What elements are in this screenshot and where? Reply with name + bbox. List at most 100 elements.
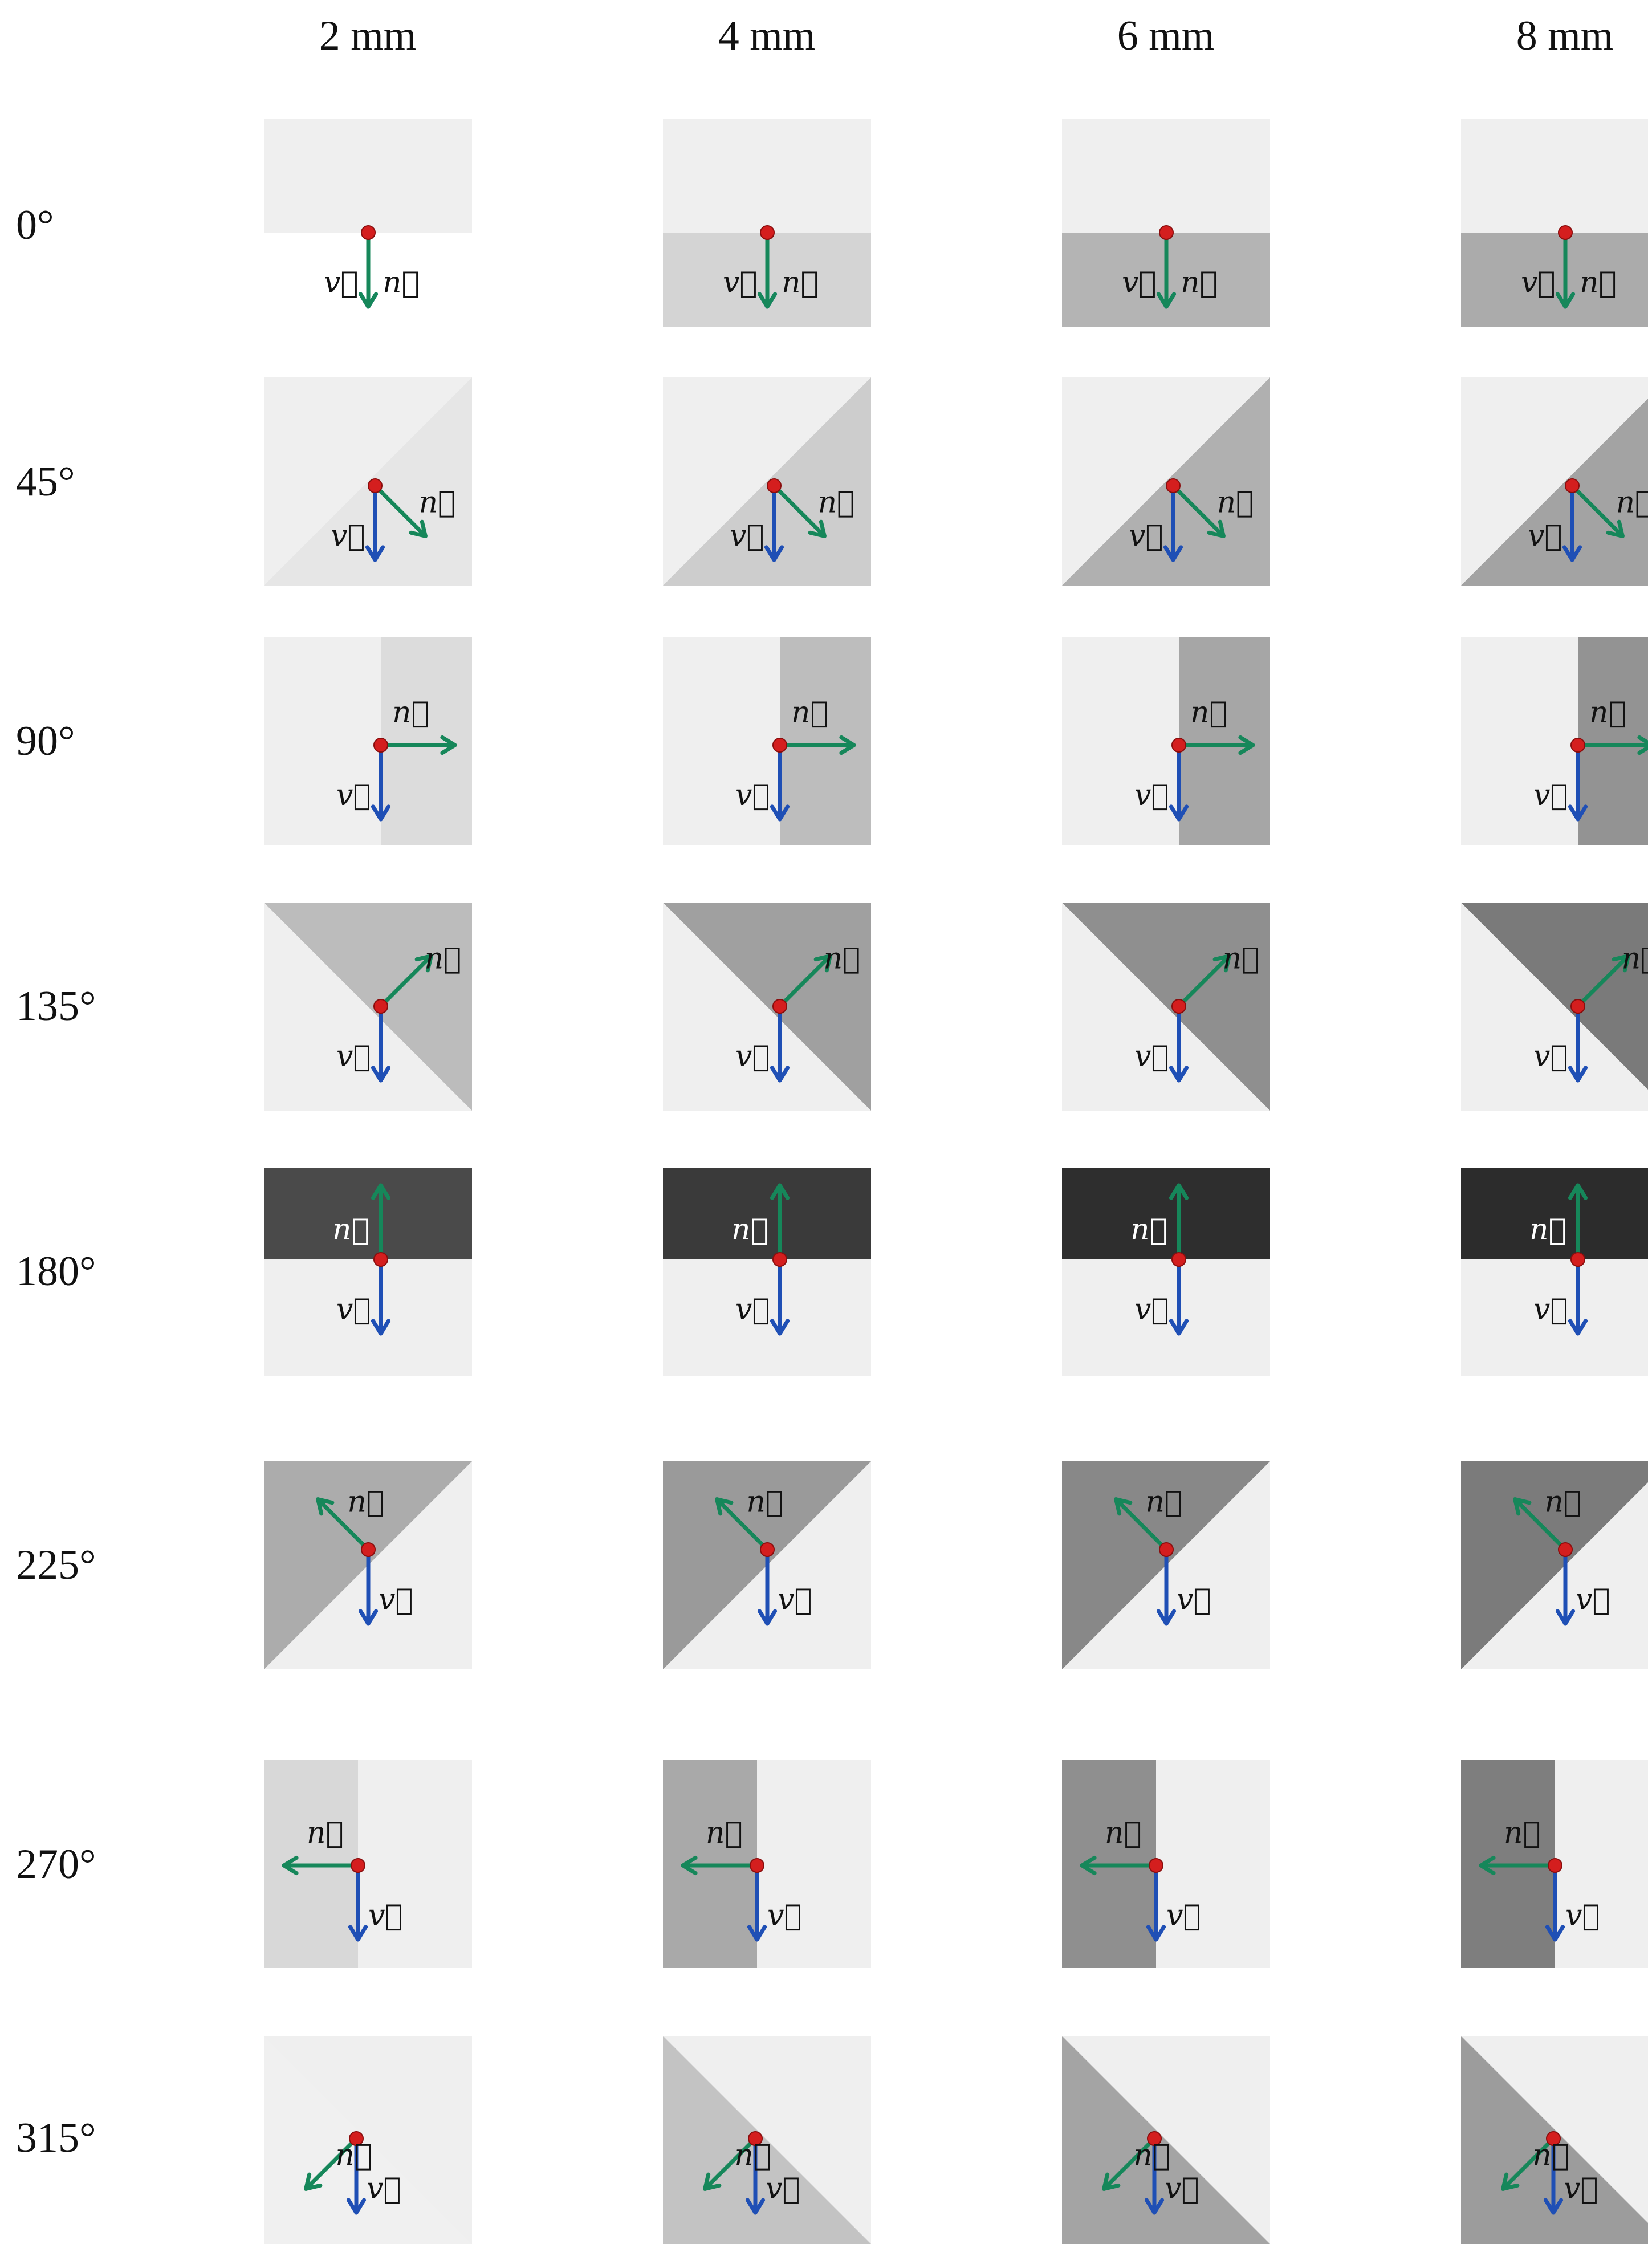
contact-point	[373, 1252, 388, 1267]
normal-arrow	[1500, 2136, 1555, 2191]
v-label: v⃗	[1122, 266, 1157, 300]
normal-arrow	[1080, 1855, 1158, 1876]
contact-point	[348, 2131, 364, 2146]
edge-tile: v⃗n⃗	[263, 903, 472, 1111]
contact-point	[373, 999, 388, 1014]
row-label: 45°	[16, 458, 75, 505]
edge-tile: v⃗n⃗	[263, 2036, 472, 2244]
edge-tile: v⃗n⃗	[263, 1461, 472, 1669]
dark-region	[380, 637, 472, 845]
edge-tile: v⃗n⃗	[662, 1461, 871, 1669]
velocity-arrow	[358, 1547, 378, 1626]
contact-point	[749, 1858, 764, 1873]
contact-point	[1557, 1542, 1573, 1557]
contact-point	[1171, 999, 1186, 1014]
n-label: n⃗	[1145, 1485, 1182, 1519]
velocity-arrow	[1543, 2136, 1563, 2215]
velocity-arrow	[1146, 1863, 1166, 1942]
dark-region	[1061, 2036, 1270, 2244]
v-label: v⃗	[766, 2172, 800, 2206]
normal-arrow	[379, 954, 433, 1009]
velocity-arrow	[770, 743, 790, 822]
contact-point	[1570, 738, 1585, 753]
n-label: n⃗	[1133, 2139, 1170, 2173]
n-label: n⃗	[734, 2139, 771, 2173]
normal-arrow	[778, 954, 832, 1009]
v-label: v⃗	[336, 778, 371, 812]
v-label: v⃗	[379, 1583, 413, 1617]
contact-point	[360, 1542, 376, 1557]
edge-tile: v⃗n⃗	[662, 1760, 871, 1968]
dark-region	[1460, 1168, 1648, 1259]
dark-region	[263, 903, 472, 1111]
contact-point	[367, 478, 383, 493]
normal-arrow	[1177, 735, 1255, 755]
v-label: v⃗	[1134, 1292, 1169, 1327]
v-label: v⃗	[778, 1583, 812, 1617]
edge-tile: v⃗n⃗	[662, 377, 871, 586]
dark-region	[1577, 637, 1648, 845]
dark-region	[1061, 903, 1270, 1111]
edge-tile: v⃗n⃗	[263, 1760, 472, 1968]
dark-region	[662, 903, 871, 1111]
v-label: v⃗	[767, 1899, 802, 1933]
v-label: v⃗	[1166, 1899, 1201, 1933]
n-label: n⃗	[823, 941, 860, 976]
column-header: 8 mm	[1516, 13, 1614, 59]
normal-arrow	[1512, 1497, 1567, 1552]
n-label: n⃗	[791, 696, 828, 730]
n-label: n⃗	[782, 266, 819, 300]
contact-point	[766, 478, 782, 493]
dark-region	[1460, 903, 1648, 1090]
v-label: v⃗	[1177, 1583, 1211, 1617]
edge-tile: v⃗n⃗	[1460, 1461, 1648, 1669]
column-header: 6 mm	[1117, 13, 1215, 59]
row-label: 135°	[16, 983, 96, 1030]
contact-point	[1158, 225, 1174, 240]
edge-tile: v⃗n⃗	[662, 903, 871, 1111]
v-label: v⃗	[735, 778, 770, 812]
normal-arrow	[1570, 483, 1625, 538]
contact-point	[1545, 2131, 1561, 2146]
dark-region	[662, 2036, 871, 2244]
normal-arrow	[1479, 1855, 1557, 1876]
v-label: v⃗	[723, 266, 758, 300]
n-label: n⃗	[817, 486, 854, 520]
velocity-arrow	[1163, 483, 1183, 562]
normal-arrow	[702, 2136, 757, 2191]
edge-tile: v⃗ n⃗	[1061, 1760, 1270, 1968]
n-label: n⃗	[1105, 1816, 1142, 1850]
velocity-arrow	[371, 1257, 390, 1336]
n-label: n⃗	[383, 266, 420, 300]
edge-tile: v⃗n⃗	[1061, 637, 1270, 845]
v-label: v⃗	[1533, 778, 1568, 812]
velocity-arrow	[1568, 1257, 1588, 1336]
velocity-arrow	[764, 483, 784, 562]
contact-point	[1171, 1252, 1186, 1267]
edge-tile: v⃗n⃗	[1061, 377, 1270, 586]
dark-region	[263, 2036, 472, 2244]
dark-region	[263, 1168, 472, 1259]
edge-tile: v⃗n⃗	[1460, 2036, 1648, 2244]
normal-arrow	[315, 1497, 370, 1552]
contact-point	[350, 1858, 365, 1873]
contact-point	[1557, 225, 1573, 240]
velocity-arrow	[371, 1004, 390, 1083]
velocity-arrow	[1169, 1257, 1189, 1336]
velocity-arrow	[346, 2136, 366, 2215]
edge-tile: v⃗n⃗	[662, 1168, 871, 1376]
dark-region	[1178, 637, 1270, 845]
contact-point	[373, 738, 388, 753]
v-label: v⃗	[336, 1292, 371, 1327]
edge-tile: v⃗n⃗	[263, 1168, 472, 1376]
dark-region	[1460, 233, 1648, 327]
normal-arrow	[371, 1183, 390, 1262]
edge-tile: v⃗n⃗	[1460, 637, 1648, 845]
velocity-arrow	[1545, 1863, 1565, 1942]
row-label: 315°	[16, 2115, 96, 2161]
velocity-arrow	[1144, 2136, 1164, 2215]
v-label: v⃗	[1533, 1039, 1568, 1074]
contact-point	[747, 2131, 763, 2146]
normal-arrow	[1156, 230, 1176, 309]
velocity-arrow	[757, 1547, 777, 1626]
